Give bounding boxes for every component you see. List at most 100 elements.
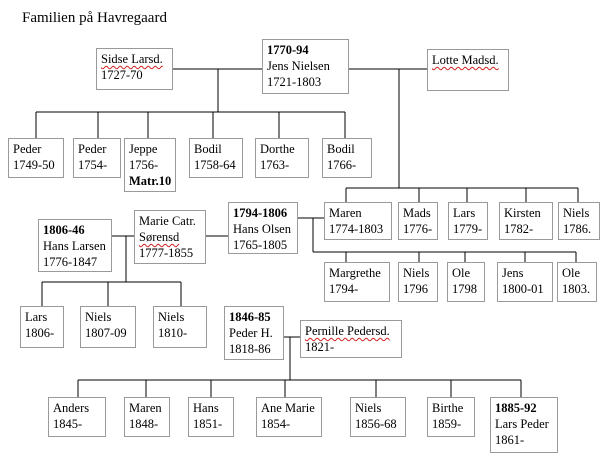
child-sidse-4: Bodil 1758-64 xyxy=(189,138,243,178)
child-lotte-4: Kirsten 1782- xyxy=(499,202,553,240)
person-name: Ole xyxy=(452,266,471,280)
person-lotte-madsd: Lotte Madsd. xyxy=(427,49,509,91)
person-name: Dorthe xyxy=(260,142,295,156)
person-name: Ole xyxy=(562,266,581,280)
person-name: Lotte Madsd. xyxy=(432,53,499,67)
person-name: Niels xyxy=(403,266,430,280)
person-years: 1779- xyxy=(453,222,483,236)
farm-period: 1846-85 xyxy=(229,310,271,324)
person-years: 1798 xyxy=(452,282,477,296)
person-years: 1776-1847 xyxy=(43,255,98,269)
person-years: 1765-1805 xyxy=(233,238,288,252)
person-years: 1794- xyxy=(329,282,359,296)
person-years: 1859- xyxy=(432,417,462,431)
person-years: 1807-09 xyxy=(85,326,127,340)
farm-period: 1806-46 xyxy=(43,223,85,237)
person-name: Niels xyxy=(563,206,590,220)
person-years: 1800-01 xyxy=(502,282,544,296)
person-name: Jens xyxy=(502,266,524,280)
child-lotte-3: Lars 1779- xyxy=(448,202,488,240)
child-sidse-1: Peder 1749-50 xyxy=(8,138,64,178)
person-years: 1818-86 xyxy=(229,342,271,356)
person-years: 1777-1855 xyxy=(139,246,194,260)
person-years: 1854- xyxy=(261,417,291,431)
person-years: 1727-70 xyxy=(101,68,143,82)
child-lotte-maren: Maren 1774-1803 xyxy=(324,202,392,240)
child-sidse-3: Jeppe 1756- Matr.10 xyxy=(124,138,176,192)
person-years: 1810- xyxy=(158,326,188,340)
person-name: Bodil xyxy=(327,142,355,156)
person-years: 1856-68 xyxy=(355,417,397,431)
child-maren-1: Margrethe 1794- xyxy=(324,262,390,302)
person-years: 1754- xyxy=(78,158,108,172)
person-name: Niels xyxy=(355,401,382,415)
child-lotte-5: Niels 1786. xyxy=(558,202,600,240)
person-surname: Sørensd xyxy=(139,230,180,244)
child-maren-5: Ole 1803. xyxy=(557,262,597,302)
person-years: 1806- xyxy=(25,326,55,340)
person-years: 1763- xyxy=(260,158,290,172)
child-sidse-6: Bodil 1766- xyxy=(322,138,372,178)
person-years: 1756- xyxy=(129,158,159,172)
child-marie-2: Niels 1807-09 xyxy=(80,306,136,348)
farm-period: 1885-92 xyxy=(495,401,537,415)
person-years: 1851- xyxy=(193,417,223,431)
person-years: 1774-1803 xyxy=(329,222,384,236)
person-hans-olsen: 1794-1806 Hans Olsen 1765-1805 xyxy=(228,202,298,254)
child-maren-4: Jens 1800-01 xyxy=(497,262,553,302)
person-name: Lars Peder xyxy=(495,417,549,431)
person-years: 1861- xyxy=(495,433,525,447)
child-maren-3: Ole 1798 xyxy=(447,262,485,302)
person-name: Anders xyxy=(53,401,90,415)
person-name: Pernille Pedersd. xyxy=(305,324,390,338)
child-peder-2: Maren 1848- xyxy=(124,397,170,437)
person-name: Hans Olsen xyxy=(233,222,291,236)
person-name: Maren xyxy=(329,206,362,220)
farm-period: 1770-94 xyxy=(267,43,309,57)
person-marie-catr: Marie Catr. Sørensd 1777-1855 xyxy=(134,210,206,264)
person-years: 1796 xyxy=(403,282,428,296)
person-name: Kirsten xyxy=(504,206,541,220)
person-years: 1848- xyxy=(129,417,159,431)
person-years: 1758-64 xyxy=(194,158,236,172)
person-name: Peder xyxy=(13,142,42,156)
matrikel-note: Matr.10 xyxy=(129,174,172,188)
child-lotte-2: Mads 1776- xyxy=(398,202,438,240)
person-hans-larsen: 1806-46 Hans Larsen 1776-1847 xyxy=(38,219,112,272)
child-maren-2: Niels 1796 xyxy=(398,262,438,302)
person-years: 1782- xyxy=(504,222,534,236)
person-name: Lars xyxy=(453,206,476,220)
child-peder-1: Anders 1845- xyxy=(48,397,106,437)
child-marie-1: Lars 1806- xyxy=(20,306,64,348)
person-name: Sidse Larsd. xyxy=(101,52,163,66)
person-name: Lars xyxy=(25,310,48,324)
person-pernille-pedersd: Pernille Pedersd. 1821- xyxy=(300,320,402,358)
person-name: Jeppe xyxy=(129,142,158,156)
person-name: Ane Marie xyxy=(261,401,315,415)
person-jens-nielsen: 1770-94 Jens Nielsen 1721-1803 xyxy=(262,39,349,94)
person-name: Marie Catr. xyxy=(139,214,196,228)
child-sidse-5: Dorthe 1763- xyxy=(255,138,309,178)
person-name: Mads xyxy=(403,206,431,220)
child-peder-3: Hans 1851- xyxy=(188,397,234,437)
person-peder-h: 1846-85 Peder H. 1818-86 xyxy=(224,306,284,360)
child-sidse-2: Peder 1754- xyxy=(73,138,121,178)
person-years: 1749-50 xyxy=(13,158,55,172)
person-years: 1766- xyxy=(327,158,357,172)
person-years: 1721-1803 xyxy=(267,75,322,89)
person-years: 1845- xyxy=(53,417,83,431)
person-name: Niels xyxy=(85,310,112,324)
person-years: 1803. xyxy=(562,282,591,296)
person-name: Niels xyxy=(158,310,185,324)
child-peder-6: Birthe 1859- xyxy=(427,397,475,437)
person-name: Peder H. xyxy=(229,326,273,340)
page-title: Familien på Havregaard xyxy=(22,10,167,26)
person-name: Peder xyxy=(78,142,107,156)
person-years: 1786. xyxy=(563,222,592,236)
person-name: Maren xyxy=(129,401,162,415)
person-name: Hans Larsen xyxy=(43,239,106,253)
person-years: 1776- xyxy=(403,222,433,236)
child-marie-3: Niels 1810- xyxy=(153,306,207,348)
person-sidse-larsd: Sidse Larsd. 1727-70 xyxy=(96,48,173,90)
